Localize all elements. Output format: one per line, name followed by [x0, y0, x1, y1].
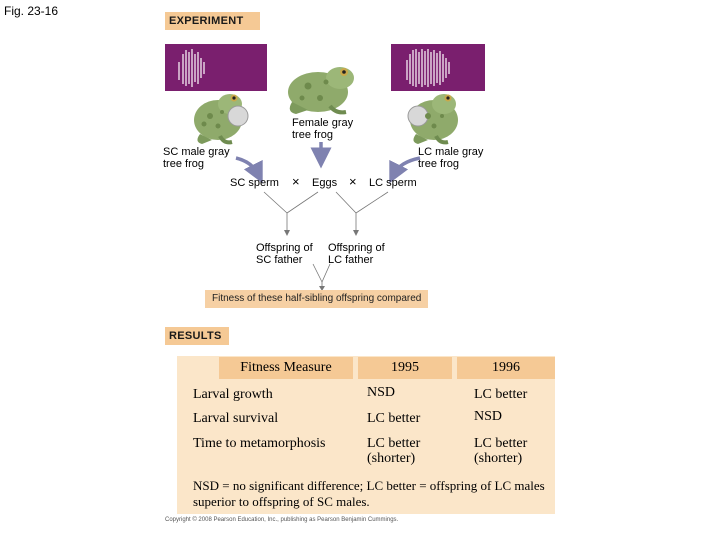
offspring-lc-label: Offspring of LC father: [328, 242, 385, 266]
figure-label: Fig. 23-16: [4, 4, 59, 18]
cross-symbol-left: ×: [292, 174, 300, 189]
row-metamorphosis-1996: LC better (shorter): [474, 436, 528, 466]
lc-male-frog-icon: [407, 94, 458, 145]
copyright-notice: Copyright © 2008 Pearson Education, Inc.…: [165, 517, 399, 523]
sc-male-frog-icon: [194, 94, 249, 145]
row-larval-survival-measure: Larval survival: [193, 411, 279, 426]
comparison-summary: Fitness of these half-sibling offspring …: [205, 290, 429, 308]
sc-sperm-arrow: [235, 156, 263, 184]
results-footnote: NSD = no significant difference; LC bett…: [193, 478, 545, 509]
results-tab: RESULTS: [165, 327, 229, 345]
lc-call-sonogram: [391, 44, 485, 91]
female-frog-icon: [288, 67, 354, 115]
row-metamorphosis-1995: LC better (shorter): [367, 436, 421, 466]
lc-male-label: LC male gray tree frog: [418, 146, 484, 170]
sc-sperm-label: SC sperm: [230, 177, 279, 189]
header-fitness-measure: Fitness Measure: [219, 357, 353, 379]
cross-symbol-right: ×: [349, 174, 357, 189]
female-frog-label: Female gray tree frog: [292, 117, 354, 141]
row-larval-growth-1995: NSD: [367, 385, 396, 400]
row-larval-growth-measure: Larval growth: [193, 387, 273, 402]
eggs-label: Eggs: [312, 177, 338, 189]
row-larval-survival-1995: LC better: [367, 411, 421, 426]
row-metamorphosis-measure: Time to metamorphosis: [193, 436, 326, 451]
lc-sperm-arrow: [389, 156, 421, 184]
header-1995: 1995: [358, 357, 452, 379]
row-larval-survival-1996: NSD: [474, 409, 503, 424]
offspring-sc-label: Offspring of SC father: [256, 242, 313, 266]
sc-male-label: SC male gray tree frog: [163, 146, 230, 170]
lc-sperm-label: LC sperm: [369, 177, 417, 189]
row-larval-growth-1996: LC better: [474, 387, 528, 402]
header-1996: 1996: [457, 357, 555, 379]
experiment-tab: EXPERIMENT: [165, 12, 260, 30]
sc-call-sonogram: [165, 44, 267, 91]
results-table: [177, 356, 555, 514]
